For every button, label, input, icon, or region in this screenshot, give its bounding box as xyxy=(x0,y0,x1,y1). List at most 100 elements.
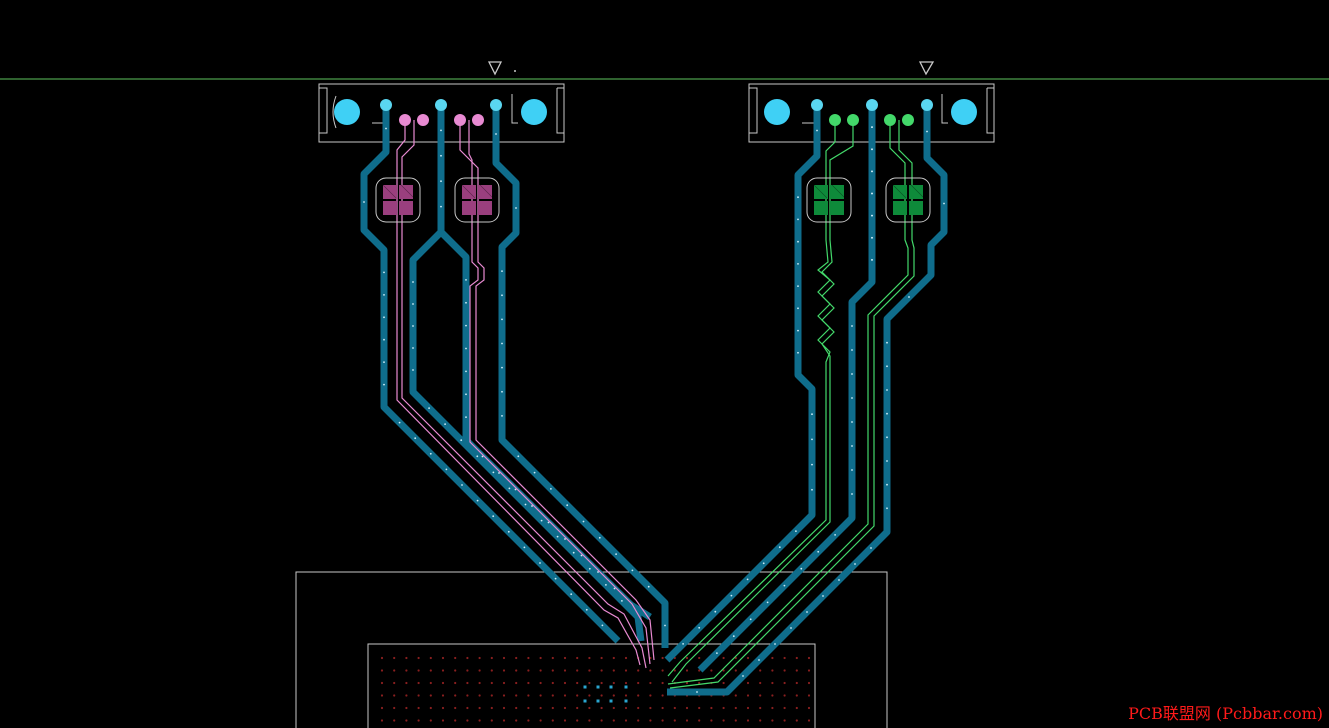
bga-ball xyxy=(490,706,493,710)
stitch-dot xyxy=(854,563,856,565)
esd-pad-hatch xyxy=(812,183,846,199)
bga-ball xyxy=(795,694,798,697)
bga-ball xyxy=(612,706,615,710)
bga-ball xyxy=(393,656,396,660)
stitch-dot xyxy=(564,538,566,540)
bga-ball xyxy=(807,656,811,660)
ground-trace xyxy=(409,105,645,642)
stitch-dot xyxy=(886,483,888,486)
stitch-dot xyxy=(696,691,698,693)
bga-ball-grid xyxy=(380,656,811,722)
bga-ball xyxy=(539,706,542,710)
stitch-dot xyxy=(572,551,575,554)
stitch-dot xyxy=(851,469,853,471)
stitch-dot xyxy=(943,202,945,205)
bga-via xyxy=(624,685,628,689)
bga-ball xyxy=(795,706,798,710)
green-diff-pair-traces xyxy=(667,120,915,689)
bga-ball xyxy=(405,681,408,685)
stitch-dot xyxy=(501,390,503,393)
bga-ball xyxy=(624,656,628,660)
pink-trace xyxy=(401,120,647,669)
bga-ball xyxy=(405,706,408,710)
stitch-dot xyxy=(550,488,552,490)
pink-pad xyxy=(472,114,484,126)
bga-ball xyxy=(698,669,701,672)
bga-ball xyxy=(624,706,628,710)
bga-ball xyxy=(698,719,701,722)
shield-pad xyxy=(521,99,547,125)
bga-ball xyxy=(746,706,750,710)
stitch-dot xyxy=(797,240,799,243)
pink-pad xyxy=(399,114,411,126)
stitch-dot xyxy=(886,365,888,368)
bga-ball xyxy=(478,694,481,697)
stitch-dot xyxy=(601,624,604,627)
bga-ball xyxy=(502,694,506,697)
esd-pad xyxy=(399,201,413,215)
esd-pad-hatch xyxy=(460,183,494,199)
bga-ball xyxy=(600,669,603,672)
bga-ball xyxy=(759,694,762,697)
stitch-dot xyxy=(444,423,446,425)
stitch-dot xyxy=(851,325,853,327)
bga-ball xyxy=(393,681,396,685)
bga-ball xyxy=(551,669,554,672)
bga-ball xyxy=(661,669,664,672)
stitch-dot xyxy=(383,383,385,386)
stitch-dot xyxy=(501,415,503,417)
esd-pad xyxy=(478,185,492,199)
bga-ball xyxy=(661,694,664,697)
bga-ball xyxy=(612,719,615,722)
stitch-dot xyxy=(926,130,928,133)
pink-trace xyxy=(468,120,651,665)
bga-ball xyxy=(429,669,432,672)
bga-ball xyxy=(807,681,811,685)
stitch-dot xyxy=(908,296,910,298)
bga-ball xyxy=(380,694,384,697)
stitch-dot xyxy=(412,369,414,371)
stitch-dot xyxy=(440,129,442,132)
bga-ball xyxy=(405,669,408,672)
stitch-dot xyxy=(762,562,765,565)
bga-ball xyxy=(466,656,469,660)
stitch-dot xyxy=(383,271,385,274)
bga-ball xyxy=(527,719,530,722)
bga-ball xyxy=(637,706,640,710)
stitch-dot xyxy=(585,608,588,611)
bga-ball xyxy=(454,681,457,685)
stitch-dot xyxy=(498,472,500,474)
stitch-dot xyxy=(531,505,533,507)
bga-ball xyxy=(576,669,579,672)
bga-ball xyxy=(576,719,579,722)
stitch-dot xyxy=(495,133,497,135)
stitch-dot xyxy=(797,329,799,332)
esd-pad xyxy=(478,201,492,215)
bga-ball xyxy=(393,719,396,722)
stitch-dot xyxy=(806,611,808,613)
bga-ball xyxy=(600,694,603,697)
signal-pad xyxy=(380,99,392,111)
bga-ball xyxy=(380,669,384,672)
bga-via xyxy=(596,685,600,689)
stitch-dot xyxy=(582,520,585,523)
esd-pad xyxy=(893,185,907,199)
stitch-dot xyxy=(428,407,430,409)
bga-ball xyxy=(637,694,640,697)
bga-ball xyxy=(746,681,750,685)
bga-ball xyxy=(490,694,493,697)
bga-ball xyxy=(783,706,786,710)
stitch-dot xyxy=(797,263,799,265)
bga-ball xyxy=(429,694,432,697)
bga-ball xyxy=(759,706,762,710)
bga-ball xyxy=(771,656,774,660)
esd-pad xyxy=(909,201,923,215)
stitch-dot xyxy=(817,550,820,553)
bga-ball xyxy=(478,669,481,672)
stitch-dot xyxy=(465,324,467,327)
bga-ball xyxy=(612,669,615,672)
bga-ball xyxy=(551,681,554,685)
bga-ball xyxy=(380,719,384,722)
bga-ball xyxy=(551,656,554,660)
